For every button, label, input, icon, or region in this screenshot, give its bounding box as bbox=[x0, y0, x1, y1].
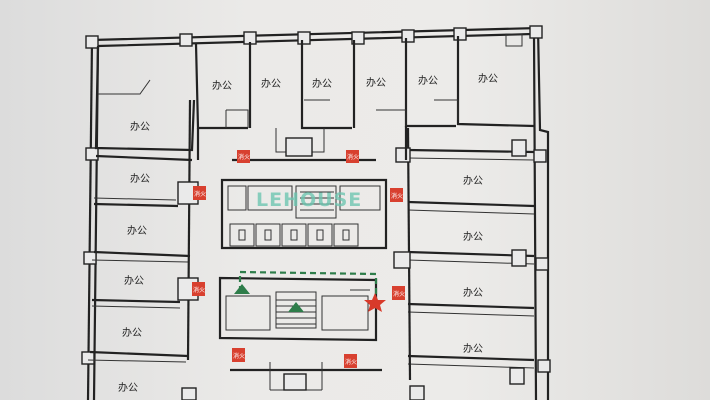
toilet-icon bbox=[238, 229, 246, 241]
svg-text:消火: 消火 bbox=[345, 358, 357, 366]
room-label-office: 办公 bbox=[478, 72, 498, 85]
room-labels: 办公 办公 办公 办公 办公 办公 办公 办公 办公 办公 办公 办公 办公 办… bbox=[118, 72, 498, 394]
room-label-office: 办公 bbox=[127, 224, 147, 237]
toilet-stalls bbox=[229, 223, 359, 247]
fire-hydrant-icon: 消火 bbox=[232, 348, 245, 362]
room-label-office: 办公 bbox=[212, 79, 232, 92]
fire-hydrants: 消火 消火 消火 消火 消火 消火 消火 消火 bbox=[192, 150, 405, 368]
svg-text:消火: 消火 bbox=[193, 286, 205, 294]
watermark: LEHOUSE bbox=[256, 189, 362, 211]
room-label-office: 办公 bbox=[463, 286, 483, 299]
svg-text:消火: 消火 bbox=[194, 190, 206, 198]
fire-hydrant-icon: 消火 bbox=[237, 150, 250, 163]
top-offices bbox=[94, 33, 535, 152]
room-label-office: 办公 bbox=[130, 120, 150, 133]
fire-hydrant-icon: 消火 bbox=[390, 188, 403, 202]
left-offices bbox=[87, 99, 199, 363]
svg-text:消火: 消火 bbox=[233, 352, 245, 360]
fire-hydrant-icon: 消火 bbox=[344, 354, 357, 368]
toilet-icon bbox=[290, 229, 298, 241]
toilet-icon bbox=[264, 229, 272, 241]
fire-hydrant-icon: 消火 bbox=[346, 150, 359, 163]
room-label-office: 办公 bbox=[463, 230, 483, 243]
room-label-office: 办公 bbox=[463, 342, 483, 355]
corridor-walls bbox=[181, 126, 425, 400]
toilet-icon bbox=[342, 229, 350, 241]
fire-hydrant-icon: 消火 bbox=[192, 282, 205, 296]
fire-hydrant-icon: 消火 bbox=[392, 286, 405, 300]
room-label-office: 办公 bbox=[261, 77, 281, 90]
right-offices bbox=[393, 127, 535, 385]
stair-icon bbox=[275, 291, 317, 329]
room-label-office: 办公 bbox=[463, 174, 483, 187]
room-label-office: 办公 bbox=[124, 274, 144, 287]
svg-text:消火: 消火 bbox=[347, 153, 359, 161]
room-label-office: 办公 bbox=[122, 326, 142, 339]
evacuation-route bbox=[234, 270, 386, 312]
central-core bbox=[218, 178, 388, 342]
exit-arrow-icon bbox=[234, 284, 250, 294]
fire-hydrant-icon: 消火 bbox=[193, 186, 206, 200]
svg-text:消火: 消火 bbox=[393, 290, 405, 298]
room-label-office: 办公 bbox=[130, 172, 150, 185]
svg-text:消火: 消火 bbox=[238, 153, 250, 161]
toilet-icon bbox=[316, 229, 324, 241]
room-label-office: 办公 bbox=[118, 381, 138, 394]
svg-text:LEHOUSE: LEHOUSE bbox=[256, 189, 362, 211]
room-label-office: 办公 bbox=[366, 76, 386, 89]
star-icon bbox=[364, 293, 386, 312]
room-label-office: 办公 bbox=[312, 77, 332, 90]
room-label-office: 办公 bbox=[418, 74, 438, 87]
outer-walls bbox=[81, 25, 551, 400]
svg-text:消火: 消火 bbox=[391, 192, 403, 200]
